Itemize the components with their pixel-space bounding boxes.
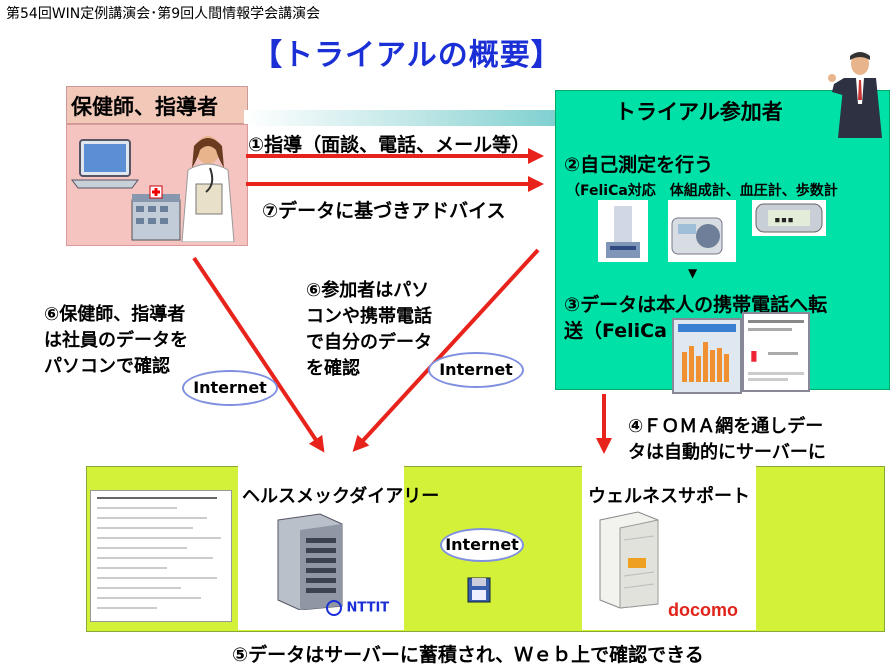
web-data-screen xyxy=(90,490,232,622)
step-6b-line1: ⑥保健師、指導者 xyxy=(44,304,186,325)
server-tower-icon xyxy=(599,511,659,609)
nttit-logo: NTTIT xyxy=(326,600,389,616)
step-5-label: ⑤データはサーバーに蓄積され、Ｗｅｂ上で確認できる xyxy=(232,644,704,666)
pedometer: ▪▪▪ xyxy=(752,200,826,236)
blood-pressure-meter xyxy=(668,200,736,262)
server-icon xyxy=(277,513,343,610)
nurse-office-illustration xyxy=(71,136,235,242)
step-6b-line2: は社員のデータを xyxy=(44,330,188,351)
step-7-label: ⑦データに基づきアドバイス xyxy=(262,200,506,222)
svg-text:▮: ▮ xyxy=(750,348,758,364)
left-group-header: 保健師、指導者 xyxy=(66,86,248,124)
internet-cloud-middle-label: Internet xyxy=(439,360,513,379)
phone-graph-screen xyxy=(672,318,742,394)
floppy-disk-icon xyxy=(467,577,491,603)
page-title: 【トライアルの概要】 xyxy=(252,38,562,73)
internet-cloud-left-label: Internet xyxy=(193,378,267,397)
step-2-label: ②自己測定を行う xyxy=(564,154,714,176)
healthmec-server-label: ヘルスメックダイアリー xyxy=(242,486,440,507)
step-3-line1: ③データは本人の携帯電話へ転 xyxy=(564,294,828,316)
step-2-detail: （FeliCa対応 体組成計、血圧計、歩数計 xyxy=(566,183,838,199)
right-group-header: トライアル参加者 xyxy=(555,90,845,130)
step-6-line1: ⑥参加者はパソ xyxy=(306,280,430,301)
step-4-line2: タは自動的にサーバーに xyxy=(628,442,826,463)
step-4-line1: ④ＦＯＭＡ網を通しデー xyxy=(628,416,824,437)
right-group-label: トライアル参加者 xyxy=(615,100,783,124)
internet-cloud-middle: Internet xyxy=(428,352,524,388)
nttit-brand: NTTIT xyxy=(346,600,390,616)
internet-cloud-left: Internet xyxy=(182,370,278,406)
docomo-logo: docomo xyxy=(668,600,738,620)
body-composition-meter xyxy=(598,200,648,262)
step-6-line2: コンや携帯電話 xyxy=(306,306,432,327)
wellness-server-label: ウェルネスサポート xyxy=(588,486,750,507)
step-3-line2: 送（FeliCa xyxy=(564,320,667,342)
step-6-line4: を確認 xyxy=(306,358,360,379)
internet-cloud-bottom: Internet xyxy=(440,528,524,562)
businessman-illustration xyxy=(828,52,882,138)
pedometer-glyph: ▪▪▪ xyxy=(774,213,794,226)
phone-data-screen: ▮ xyxy=(742,312,810,392)
step-6b-line3: パソコンで確認 xyxy=(44,356,170,377)
conference-name: 第54回WIN定例講演会･第9回人間情報学会講演会 xyxy=(6,6,321,22)
internet-cloud-bottom-label: Internet xyxy=(445,535,519,554)
header-stripe xyxy=(244,110,558,126)
step-1-label: ①指導（面談、電話、メール等） xyxy=(248,134,531,156)
left-group-label: 保健師、指導者 xyxy=(71,95,218,119)
step-6-line3: で自分のデータ xyxy=(306,332,432,353)
down-arrow-icon: ▼ xyxy=(688,266,698,280)
